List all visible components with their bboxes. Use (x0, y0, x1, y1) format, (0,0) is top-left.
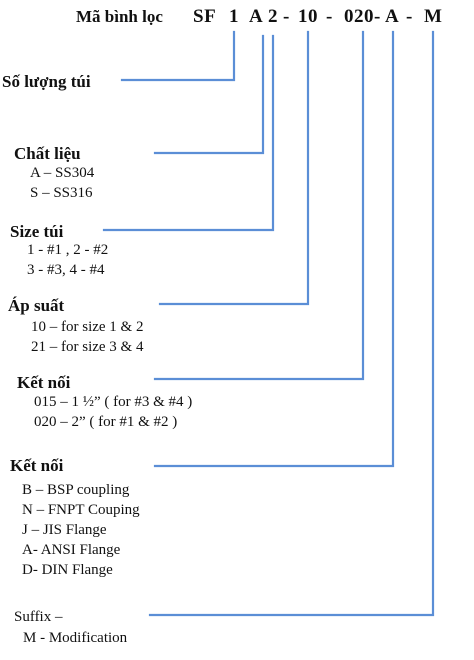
option-suffix-modification: M - Modification (23, 630, 128, 646)
connector-material (153, 34, 265, 155)
option-connection-015: 015 – 1 ½” ( for #3 & #4 ) (34, 394, 193, 410)
section-heading-pressure: Áp suất (8, 296, 65, 315)
section-heading-suffix: Suffix – (14, 609, 63, 625)
section-heading-connection-size: Kết nối (17, 373, 71, 392)
connector-suffix (148, 30, 435, 617)
code-segment-bag-size: 2 (268, 6, 278, 27)
code-segment-connection-type: A (385, 6, 400, 27)
option-connection-ansi: A- ANSI Flange (22, 542, 121, 558)
connector-bag-count (120, 30, 236, 82)
option-bag-size-3-4: 3 - #3, 4 - #4 (27, 262, 105, 278)
code-segment-dash-3: - (406, 6, 413, 27)
connector-connection-size (153, 30, 365, 381)
code-label: Mã bình lọc (76, 7, 163, 26)
option-connection-fnpt: N – FNPT Couping (22, 502, 140, 518)
option-connection-020: 020 – 2” ( for #1 & #2 ) (34, 414, 178, 430)
code-segment-sf: SF (193, 6, 217, 27)
code-segment-bag-count: 1 (229, 6, 239, 27)
code-segment-dash-1: - (283, 6, 290, 27)
code-segment-material: A (249, 6, 264, 27)
section-heading-connection-type: Kết nối (10, 456, 64, 475)
section-heading-bag-size: Size túi (10, 222, 64, 241)
option-connection-jis: J – JIS Flange (22, 522, 107, 538)
connector-connection-type (153, 30, 395, 468)
option-pressure-21: 21 – for size 3 & 4 (31, 339, 144, 355)
connector-bag-size (102, 34, 275, 232)
option-bag-size-1-2: 1 - #1 , 2 - #2 (27, 242, 109, 258)
code-segment-suffix: M (424, 6, 443, 27)
connector-pressure (158, 30, 310, 306)
section-heading-bag-count: Số lượng túi (2, 72, 91, 91)
code-segment-dash-2: - (326, 6, 333, 27)
code-segment-connection-size: 020- (344, 6, 381, 27)
option-connection-bsp: B – BSP coupling (22, 482, 130, 498)
option-material-ss316: S – SS316 (30, 185, 93, 201)
code-segment-pressure: 10 (298, 6, 318, 27)
option-material-ss304: A – SS304 (30, 165, 95, 181)
section-heading-material: Chất liệu (14, 144, 81, 163)
option-pressure-10: 10 – for size 1 & 2 (31, 319, 144, 335)
option-connection-din: D- DIN Flange (22, 562, 113, 578)
